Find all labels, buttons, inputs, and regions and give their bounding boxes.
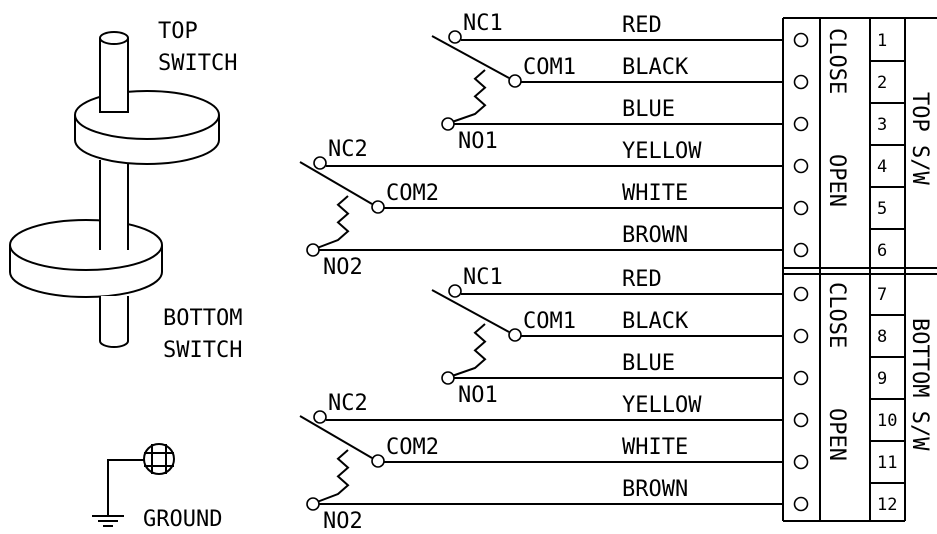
switch-blade xyxy=(431,35,510,79)
strip-terminal-screw xyxy=(793,286,809,302)
terminal-number: 12 xyxy=(877,495,897,515)
wire-color-label: BROWN xyxy=(622,477,688,502)
spring-zigzag xyxy=(451,323,487,377)
terminal-number: 8 xyxy=(877,327,887,347)
terminal-number: 5 xyxy=(877,199,887,219)
com-terminal xyxy=(508,74,522,88)
top-switch-label-line2: SWITCH xyxy=(158,51,237,76)
nc-terminal xyxy=(448,30,462,44)
terminal-number: 1 xyxy=(877,31,887,51)
strip-terminal-screw xyxy=(793,116,809,132)
wire-color-label: WHITE xyxy=(622,181,688,206)
wire-color-label: YELLOW xyxy=(622,139,702,164)
terminal-number: 11 xyxy=(877,453,897,473)
switch-contacts: NC1COM1NO1REDBLACKBLUECLOSENC2COM2NO2YEL… xyxy=(299,11,849,534)
com-label: COM1 xyxy=(523,55,576,80)
wire-color-label: BLUE xyxy=(622,351,675,376)
no-label: NO1 xyxy=(458,383,498,408)
top-switch-label-line1: TOP xyxy=(158,19,198,44)
no-terminal xyxy=(441,371,455,385)
terminal-number: 6 xyxy=(877,241,887,261)
spring-zigzag xyxy=(316,449,350,503)
switch-blade xyxy=(299,415,373,459)
contact-state-label: OPEN xyxy=(824,154,849,207)
strip-terminal-screw xyxy=(793,74,809,90)
wire-color-label: RED xyxy=(622,267,662,292)
no-terminal xyxy=(306,497,320,511)
strip-terminal-screw xyxy=(793,32,809,48)
contact-state-label: CLOSE xyxy=(824,28,849,94)
com-terminal xyxy=(371,200,385,214)
terminal-number: 10 xyxy=(877,411,897,431)
strip-terminal-screw xyxy=(793,158,809,174)
bottom-switch-label-line2: SWITCH xyxy=(163,338,242,363)
no-terminal xyxy=(306,243,320,257)
strip-terminal-screw xyxy=(793,328,809,344)
ground-label: GROUND xyxy=(143,507,222,532)
terminal-strip xyxy=(782,17,937,522)
nc-terminal xyxy=(313,156,327,170)
com-terminal xyxy=(371,454,385,468)
no-label: NO1 xyxy=(458,129,498,154)
com-label: COM2 xyxy=(386,435,439,460)
com-terminal xyxy=(508,328,522,342)
bottom-group-side-label: BOTTOM S/W xyxy=(907,318,932,451)
contact-state-label: OPEN xyxy=(824,408,849,461)
nc-terminal xyxy=(448,284,462,298)
terminal-number: 9 xyxy=(877,369,887,389)
ground-icon xyxy=(92,443,175,527)
com-label: COM2 xyxy=(386,181,439,206)
wire-color-label: BLUE xyxy=(622,97,675,122)
nc-terminal xyxy=(313,410,327,424)
switch-blade xyxy=(299,161,373,205)
spring-zigzag xyxy=(316,195,350,249)
no-label: NO2 xyxy=(323,255,363,280)
strip-terminal-screw xyxy=(793,496,809,512)
top-group-side-label: TOP S/W xyxy=(907,92,932,185)
nc-label: NC2 xyxy=(328,137,368,162)
bottom-switch-label-line1: BOTTOM xyxy=(163,306,242,331)
nc-label: NC1 xyxy=(463,265,503,290)
wire-color-label: BLACK xyxy=(622,55,689,80)
nc-label: NC2 xyxy=(328,391,368,416)
strip-terminal-screw xyxy=(793,370,809,386)
wire-color-label: BLACK xyxy=(622,309,689,334)
terminal-number: 2 xyxy=(877,73,887,93)
wire-color-label: BROWN xyxy=(622,223,688,248)
terminal-number: 7 xyxy=(877,285,887,305)
wire-color-label: WHITE xyxy=(622,435,688,460)
strip-terminal-screw xyxy=(793,412,809,428)
spring-zigzag xyxy=(451,69,487,123)
wire-color-label: RED xyxy=(622,13,662,38)
switch-blade xyxy=(431,289,510,333)
wire-color-label: YELLOW xyxy=(622,393,702,418)
terminal-number: 4 xyxy=(877,157,887,177)
com-label: COM1 xyxy=(523,309,576,334)
no-terminal xyxy=(441,117,455,131)
float-switch-illustration xyxy=(9,31,220,348)
strip-terminal-screw xyxy=(793,200,809,216)
strip-terminal-screw xyxy=(793,242,809,258)
contact-state-label: CLOSE xyxy=(824,282,849,348)
terminal-number: 3 xyxy=(877,115,887,135)
no-label: NO2 xyxy=(323,509,363,534)
strip-terminal-screw xyxy=(793,454,809,470)
nc-label: NC1 xyxy=(463,11,503,36)
